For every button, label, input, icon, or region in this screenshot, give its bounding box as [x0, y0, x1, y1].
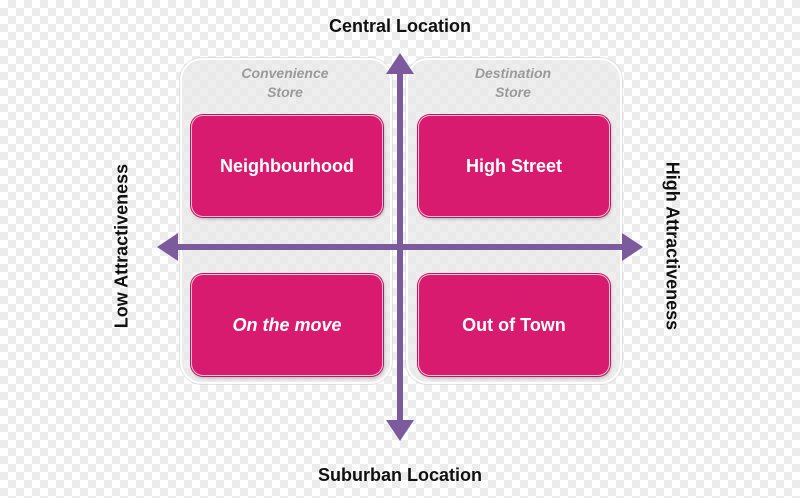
axis-left-label: Low Attractiveness	[111, 163, 132, 329]
axis-right-label: High Attractiveness	[662, 161, 683, 331]
quadrant-out-of-town: Out of Town	[418, 274, 610, 376]
convenience-store-label: Convenience Store	[241, 65, 329, 100]
quadrant-neighbourhood: Neighbourhood	[191, 115, 383, 217]
axis-top-label: Central Location	[328, 16, 471, 36]
quadrant-on-the-move: On the move	[191, 274, 383, 376]
up-arrowhead	[386, 53, 414, 74]
down-arrowhead	[386, 420, 414, 441]
quadrant-high-street: High Street	[418, 115, 610, 217]
left-arrowhead	[157, 233, 178, 261]
right-arrowhead	[622, 233, 643, 261]
destination-store-label: Destination Store	[474, 65, 552, 100]
axis-bottom-label: Suburban Location	[318, 465, 482, 485]
